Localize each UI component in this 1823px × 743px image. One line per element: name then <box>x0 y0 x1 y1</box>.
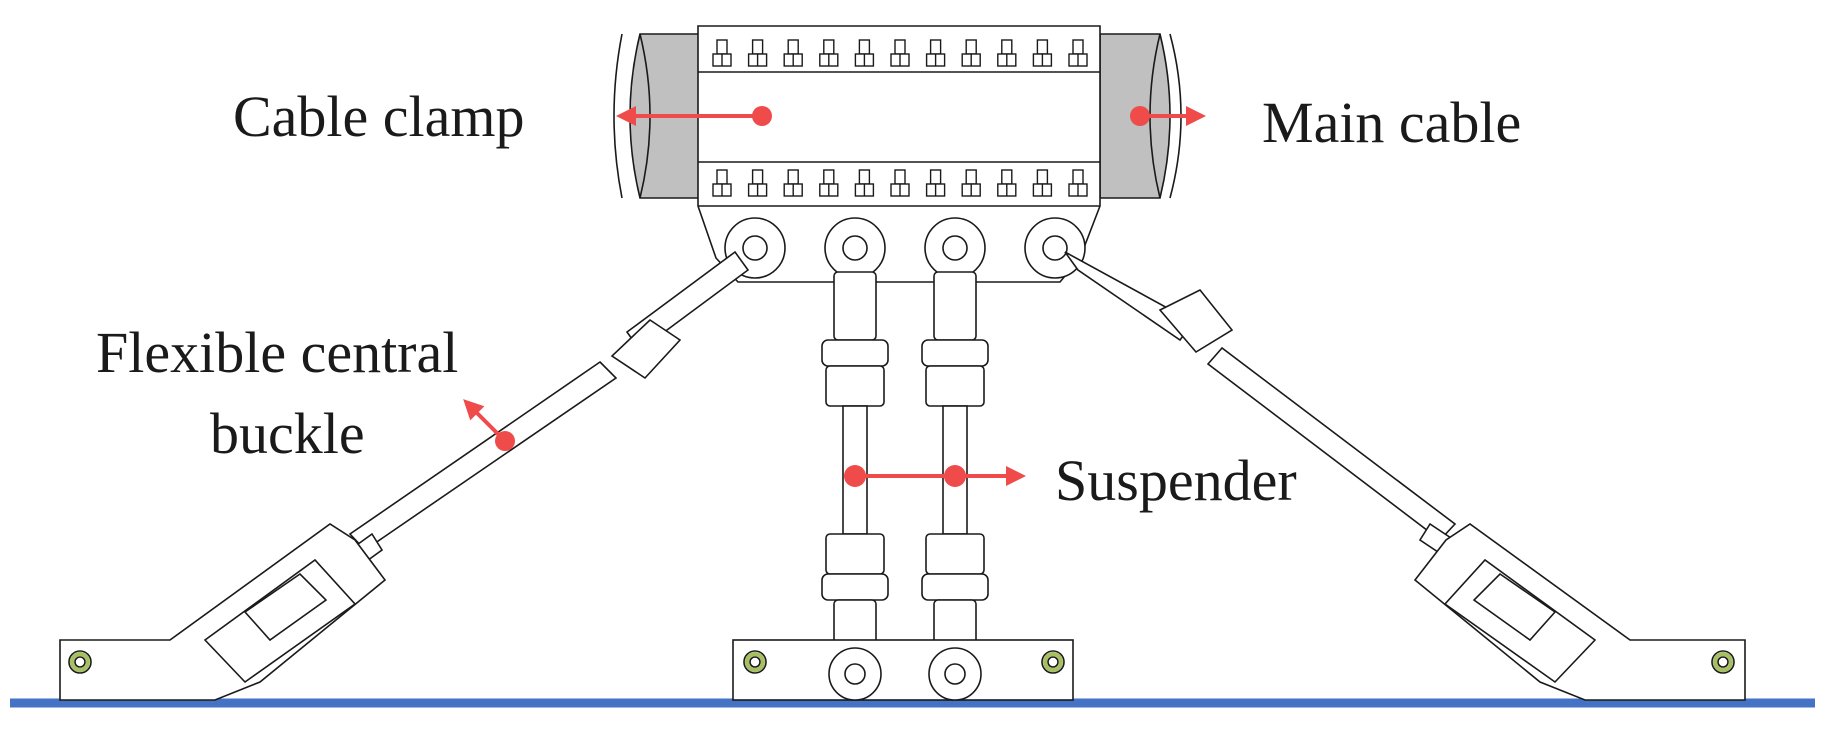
clamp-bolt <box>712 39 732 67</box>
label-cable-clamp: Cable clamp <box>233 84 525 149</box>
clamp-bolt <box>1032 39 1053 67</box>
label-flexible-central-buckle-line2: buckle <box>210 401 365 466</box>
clamp-bolt <box>1068 39 1088 67</box>
pointer-flexible-buckle <box>463 399 515 451</box>
clamp-bolts-top <box>712 39 1088 67</box>
clamp-bolts-bottom <box>712 169 1088 197</box>
cable-clamp-body <box>697 25 1101 283</box>
label-flexible-central-buckle-line1: Flexible central <box>96 320 459 385</box>
clamp-bolt <box>854 39 875 67</box>
label-main-cable: Main cable <box>1262 90 1522 155</box>
clamp-bolt <box>783 39 803 67</box>
flexible-central-buckle-right <box>1064 251 1746 701</box>
pointer-suspender <box>844 465 1026 487</box>
clamp-bolt <box>1068 169 1088 197</box>
clamp-bolt <box>854 169 875 197</box>
clamp-bolt <box>1032 169 1053 197</box>
flexible-central-buckle-left <box>59 250 750 701</box>
clamp-bolt <box>961 39 981 67</box>
clamp-bolt <box>997 169 1017 197</box>
clamp-bolt <box>783 169 803 197</box>
base-plate <box>732 639 1074 701</box>
pointer-main-cable <box>1130 106 1206 126</box>
clamp-bolt <box>819 39 839 67</box>
clamp-bolt <box>925 39 946 67</box>
bolt-rings <box>70 652 1733 672</box>
pointer-cable-clamp <box>616 106 772 126</box>
clamp-bolt <box>961 169 981 197</box>
suspender-pair <box>821 271 989 649</box>
clamp-bolt <box>747 169 768 197</box>
clamp-bolt <box>925 169 946 197</box>
clamp-bolt <box>712 169 732 197</box>
clamp-bolt <box>819 169 839 197</box>
clamp-bolt <box>747 39 768 67</box>
clamp-bolt <box>997 39 1017 67</box>
label-suspender: Suspender <box>1055 448 1297 513</box>
clamp-bolt <box>890 169 910 197</box>
clamp-bolt <box>890 39 910 67</box>
